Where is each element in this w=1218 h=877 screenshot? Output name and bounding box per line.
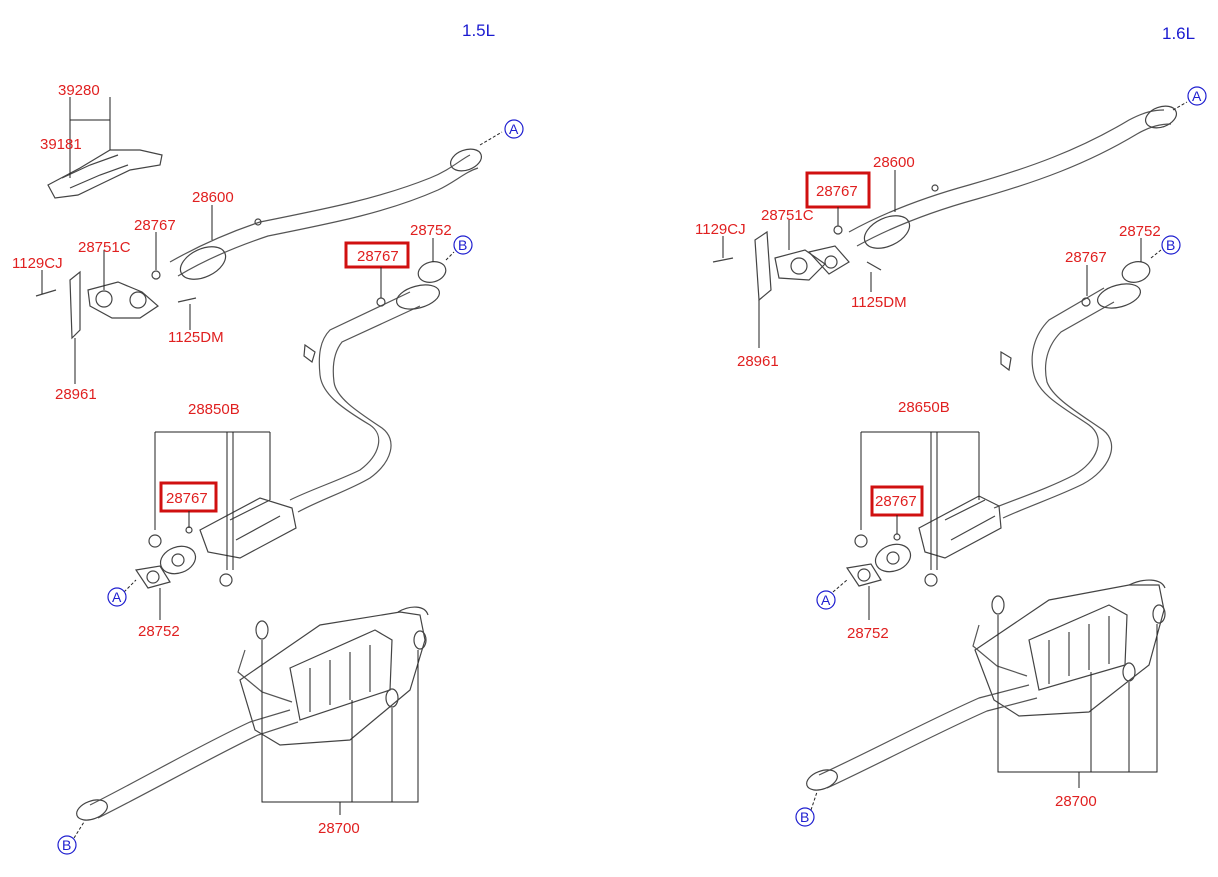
label-28752-b: 28752 <box>410 222 452 239</box>
ref-a-low: A <box>107 579 137 607</box>
bolt-1125dm <box>177 297 197 303</box>
svg-text:A: A <box>821 592 831 608</box>
label-28961: 28961 <box>55 386 97 403</box>
label-28850b: 28850B <box>188 401 240 418</box>
bolt-1129cj <box>35 289 57 297</box>
center-pipe <box>993 261 1151 519</box>
label-28752-b: 28752 <box>1119 223 1161 240</box>
label-28700: 28700 <box>1055 793 1097 810</box>
version-label: 1.5L <box>462 21 495 40</box>
diagram-1-6l: 1.6L 28600 28767 28751C 1129CJ 1125DM 28… <box>609 0 1218 877</box>
label-1129cj: 1129CJ <box>12 255 63 272</box>
label-28961: 28961 <box>737 353 779 370</box>
label-28751c: 28751C <box>761 207 814 224</box>
svg-text:B: B <box>1166 237 1175 253</box>
leader-28650b <box>860 431 980 570</box>
svg-text:B: B <box>62 837 71 853</box>
label-28600: 28600 <box>873 154 915 171</box>
front-pipe <box>169 148 483 280</box>
highlight-28767-flange <box>344 241 410 269</box>
leader-28700 <box>997 615 1158 788</box>
label-28752-a: 28752 <box>847 625 889 642</box>
manifold-gasket <box>87 281 159 319</box>
ref-b-low: B <box>57 821 85 855</box>
label-1125dm: 1125DM <box>168 329 224 346</box>
label-28767-flange: 28767 <box>357 248 399 265</box>
exhaust-diagram-1-5l: 1.5L 39280 39181 28600 28767 28751C 1129… <box>12 21 524 855</box>
support-stay <box>69 270 81 340</box>
ref-b-low: B <box>795 791 818 827</box>
label-28767-converter: 28767 <box>875 493 917 510</box>
bolt-1125dm <box>866 261 882 271</box>
center-pipe <box>289 261 447 513</box>
svg-text:A: A <box>509 121 519 137</box>
bolt-1129cj <box>712 257 734 263</box>
version-label: 1.6L <box>1162 24 1195 43</box>
nut <box>833 225 843 235</box>
label-28767-converter: 28767 <box>166 490 208 507</box>
label-39280: 39280 <box>58 82 100 99</box>
ref-a-low: A <box>816 579 848 610</box>
manifold-gasket <box>774 245 850 281</box>
label-28752-a: 28752 <box>138 623 180 640</box>
nut <box>151 270 161 280</box>
ref-a-top: A <box>479 119 524 146</box>
front-pipe <box>848 105 1178 249</box>
gasket-lower <box>134 565 171 589</box>
label-28767-flange: 28767 <box>1065 249 1107 266</box>
catalytic-converter <box>148 497 297 587</box>
leader-28850b <box>154 431 271 570</box>
label-28650b: 28650B <box>898 399 950 416</box>
heat-shield-bracket <box>47 149 163 199</box>
ref-a-top: A <box>1172 86 1207 111</box>
ref-b-right: B <box>1150 235 1181 259</box>
svg-text:B: B <box>800 809 809 825</box>
gasket-lower <box>845 563 882 587</box>
muffler <box>76 606 429 821</box>
leader-28700 <box>261 640 419 815</box>
ref-b-right: B <box>445 235 473 261</box>
label-39181: 39181 <box>40 136 82 153</box>
label-28600: 28600 <box>192 189 234 206</box>
exhaust-diagram-1-6l: 1.6L 28600 28767 28751C 1129CJ 1125DM 28… <box>695 24 1207 827</box>
svg-text:A: A <box>1192 88 1202 104</box>
label-28767-top: 28767 <box>134 217 176 234</box>
diagram-1-5l: 1.5L 39280 39181 28600 28767 28751C 1129… <box>12 21 524 855</box>
label-28700: 28700 <box>318 820 360 837</box>
leader-39280 <box>69 97 111 178</box>
label-1125dm: 1125DM <box>851 294 907 311</box>
svg-text:A: A <box>112 589 122 605</box>
muffler <box>806 579 1166 791</box>
label-1129cj: 1129CJ <box>695 221 746 238</box>
svg-text:B: B <box>458 237 467 253</box>
label-28767-top: 28767 <box>816 183 858 200</box>
label-28751c: 28751C <box>78 239 131 256</box>
support-stay <box>754 230 772 302</box>
